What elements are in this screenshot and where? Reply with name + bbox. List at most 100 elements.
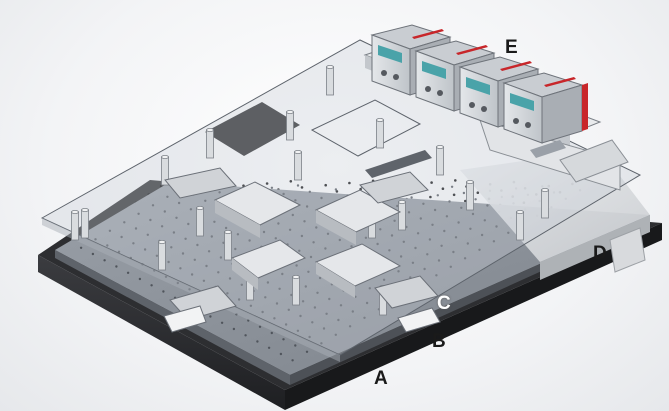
- breadboard-hole: [261, 310, 264, 314]
- table-hole: [454, 179, 457, 182]
- breadboard-hole: [294, 199, 297, 202]
- breadboard-hole: [305, 205, 309, 208]
- translation-stages: [163, 150, 441, 333]
- breadboard-hole: [334, 188, 338, 191]
- table-hole: [348, 181, 351, 185]
- breadboard-hole: [298, 249, 301, 252]
- breadboard-hole: [474, 198, 477, 201]
- breadboard-hole: [175, 216, 178, 219]
- breadboard-hole: [307, 270, 310, 273]
- breadboard-hole: [123, 221, 126, 224]
- breadboard-hole: [368, 287, 371, 290]
- post: [286, 110, 294, 141]
- breadboard-hole: [166, 195, 169, 198]
- breadboard-hole: [365, 301, 369, 305]
- breadboard-hole: [312, 241, 315, 244]
- breadboard-hole: [376, 242, 379, 246]
- breadboard-hole: [388, 249, 391, 252]
- breadboard-hole: [266, 281, 270, 284]
- breadboard-hole: [205, 264, 208, 268]
- breadboard-hole: [320, 342, 323, 345]
- table-hole: [289, 180, 293, 183]
- breadboard-hole: [309, 255, 313, 259]
- breadboard-hole: [294, 344, 297, 347]
- breadboard-hole: [437, 259, 441, 262]
- controller-boxes: [370, 24, 588, 144]
- breadboard-hole: [311, 321, 314, 324]
- breadboard-hole: [291, 359, 294, 362]
- breadboard-hole: [126, 271, 130, 274]
- breadboard-hole: [202, 279, 206, 282]
- breadboard-hole: [325, 312, 328, 315]
- breadboard-hole: [471, 212, 475, 216]
- breadboard-hole: [240, 283, 243, 286]
- breadboard-hole: [396, 204, 399, 208]
- breadboard-hole: [274, 237, 277, 240]
- label-e: E: [505, 37, 518, 58]
- breadboard-hole: [224, 226, 228, 230]
- table-hole: [429, 195, 432, 199]
- breadboard-hole: [120, 235, 123, 239]
- breadboard-hole: [416, 232, 420, 235]
- post: [71, 209, 79, 241]
- breadboard-hole: [220, 321, 224, 324]
- breadboard-hole: [267, 346, 271, 349]
- breadboard-hole: [351, 310, 354, 313]
- breadboard-hole: [337, 318, 340, 322]
- breadboard-hole: [218, 191, 221, 194]
- breadboard-hole: [277, 222, 280, 225]
- breadboard-hole: [138, 277, 142, 281]
- breadboard-hole: [334, 333, 337, 336]
- breadboard-hole: [234, 247, 237, 251]
- breadboard-hole: [350, 245, 353, 248]
- breadboard-hole: [151, 204, 155, 207]
- post: [196, 205, 204, 237]
- breadboard-hole: [187, 222, 190, 226]
- breadboard-hole: [426, 253, 429, 256]
- table-hole: [335, 190, 339, 193]
- breadboard-hole: [304, 285, 307, 288]
- table-hole: [159, 184, 163, 188]
- breadboard-hole: [407, 211, 411, 214]
- breadboard-hole: [507, 231, 510, 234]
- post: [294, 149, 302, 181]
- breadboard-hole: [177, 201, 181, 205]
- breadboard-hole: [414, 246, 417, 250]
- breadboard-hole: [94, 238, 97, 241]
- breadboard-hole: [288, 228, 292, 231]
- breadboard-hole: [190, 273, 194, 276]
- breadboard-hole: [264, 296, 267, 299]
- table-hole: [300, 186, 304, 189]
- breadboard-hole: [322, 327, 326, 330]
- breadboard-hole: [483, 219, 486, 222]
- controller-accent: [582, 83, 588, 131]
- breadboard-hole: [170, 246, 173, 249]
- breadboard-hole: [443, 229, 446, 233]
- breadboard-hole: [291, 213, 294, 217]
- breadboard-hole: [295, 264, 298, 267]
- breadboard-hole: [103, 259, 106, 262]
- breadboard-hole: [318, 276, 322, 280]
- post: [224, 229, 232, 261]
- breadboard-hole: [150, 284, 153, 287]
- breadboard-hole: [270, 331, 273, 335]
- breadboard-hole: [287, 308, 290, 311]
- post: [376, 118, 384, 149]
- breadboard-hole: [486, 204, 489, 207]
- breadboard-hole: [278, 287, 281, 290]
- breadboard-hole: [449, 265, 452, 268]
- breadboard-hole: [431, 223, 434, 226]
- breadboard-hole: [402, 240, 405, 243]
- post: [161, 154, 169, 186]
- breadboard-hole: [282, 192, 285, 196]
- breadboard-hole: [232, 327, 236, 331]
- post: [292, 274, 300, 306]
- breadboard-hole: [167, 260, 170, 264]
- breadboard-hole: [450, 185, 454, 188]
- breadboard-hole: [132, 242, 135, 245]
- breadboard-hole: [262, 230, 266, 234]
- breadboard-hole: [143, 248, 147, 251]
- breadboard-hole: [436, 194, 439, 197]
- breadboard-hole: [228, 277, 232, 280]
